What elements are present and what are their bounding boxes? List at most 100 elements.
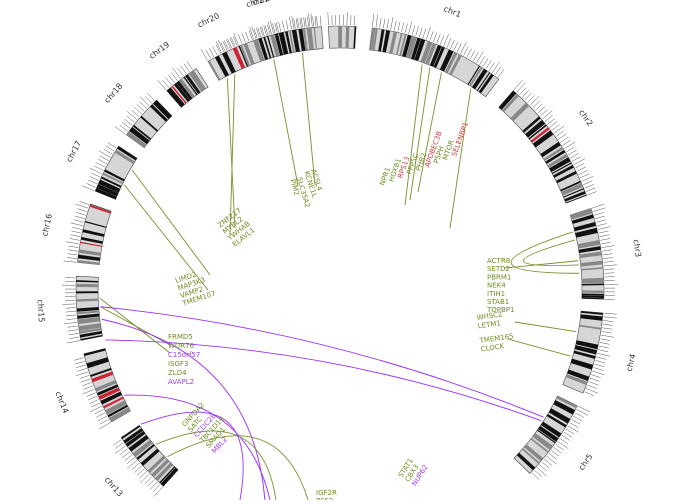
tick-mark <box>522 90 529 97</box>
tick-mark <box>535 104 542 111</box>
gene-label: ACTR8 <box>487 257 510 265</box>
tick-mark <box>587 191 596 195</box>
tick-mark <box>86 393 95 397</box>
link <box>274 59 298 186</box>
tick-mark <box>307 17 308 27</box>
tick-mark <box>134 107 141 114</box>
tick-mark <box>552 125 560 131</box>
tick-mark <box>245 32 248 41</box>
tick-mark <box>480 56 485 64</box>
tick-mark <box>296 19 298 29</box>
tick-mark <box>604 317 617 318</box>
tick-mark <box>115 127 126 135</box>
tick-mark <box>571 419 580 424</box>
tick-mark <box>70 223 83 226</box>
tick-mark <box>603 254 613 255</box>
tick-mark <box>96 163 105 168</box>
tick-mark <box>530 96 539 105</box>
tick-mark <box>595 216 605 219</box>
tick-mark <box>66 308 76 309</box>
tick-mark <box>437 34 441 43</box>
tick-mark <box>537 467 547 476</box>
tick-mark <box>556 131 564 137</box>
tick-mark <box>419 28 422 38</box>
tick-mark <box>412 25 415 35</box>
tick-mark <box>300 18 301 28</box>
tick-mark <box>540 110 548 117</box>
tick-mark <box>464 47 469 56</box>
tick-mark <box>603 320 613 321</box>
ideogram-ring <box>76 26 604 486</box>
tick-mark <box>562 435 570 440</box>
tick-mark <box>317 16 318 26</box>
tick-mark <box>586 188 595 192</box>
tick-mark <box>454 42 458 51</box>
chr-label-chr4: chr4 <box>625 353 638 373</box>
tick-mark <box>82 389 94 394</box>
tick-mark <box>132 463 140 470</box>
tick-mark <box>527 96 534 103</box>
tick-mark <box>178 68 184 76</box>
tick-mark <box>279 22 281 32</box>
tick-mark <box>140 102 147 109</box>
tick-mark <box>398 22 400 32</box>
gene-label: ITIH1 <box>487 290 505 298</box>
tick-mark <box>64 261 77 262</box>
tick-mark <box>120 125 128 131</box>
chr-label-chr5: chr5 <box>577 452 595 472</box>
tick-mark <box>560 438 568 444</box>
tick-mark <box>440 35 444 44</box>
tick-mark <box>292 16 294 29</box>
tick-mark <box>602 331 612 333</box>
chr-label-chr1: chr1 <box>442 4 462 19</box>
tick-mark <box>372 14 374 27</box>
tick-mark <box>549 453 557 459</box>
chromosome-chry <box>328 26 356 48</box>
tick-mark <box>242 33 246 42</box>
tick-mark <box>84 386 93 390</box>
tick-mark <box>90 176 99 180</box>
tick-mark <box>68 326 78 327</box>
tick-mark <box>313 16 314 26</box>
tick-mark <box>602 246 615 248</box>
tick-ring <box>62 12 618 496</box>
tick-mark <box>173 68 181 78</box>
tick-mark <box>124 455 132 461</box>
tick-mark <box>209 48 214 57</box>
tick-mark <box>592 371 604 375</box>
tick-mark <box>525 93 532 100</box>
cytoband <box>76 291 98 293</box>
tick-mark <box>67 319 77 320</box>
tick-mark <box>145 477 152 484</box>
tick-mark <box>122 122 130 128</box>
tick-mark <box>127 457 135 463</box>
tick-mark <box>66 311 76 312</box>
tick-mark <box>401 22 403 32</box>
tick-mark <box>134 466 141 473</box>
gene-group-chr1-genes: NPR1HOXB1RPS13PPP5CPHB2APOBEC3BPSPHMTORS… <box>378 101 470 206</box>
tick-mark <box>489 63 495 71</box>
chr-label-chrx: chrx <box>252 0 271 7</box>
tick-mark <box>100 156 109 161</box>
tick-mark <box>549 121 557 127</box>
tick-mark <box>305 17 306 27</box>
tick-mark <box>498 69 504 77</box>
tick-mark <box>88 180 97 184</box>
tick-mark <box>564 142 575 149</box>
tick-mark <box>71 235 81 237</box>
tick-mark <box>74 220 84 223</box>
tick-mark <box>575 413 584 418</box>
tick-mark <box>589 382 598 385</box>
chromosome-chr18 <box>126 100 171 148</box>
tick-mark <box>545 115 553 121</box>
tick-mark <box>590 378 599 381</box>
tick-mark <box>254 29 257 38</box>
tick-mark <box>601 242 611 244</box>
tick-mark <box>62 304 75 305</box>
chr-label-chr16: chr16 <box>40 213 54 237</box>
tick-mark <box>95 409 104 414</box>
tick-mark <box>597 353 610 356</box>
